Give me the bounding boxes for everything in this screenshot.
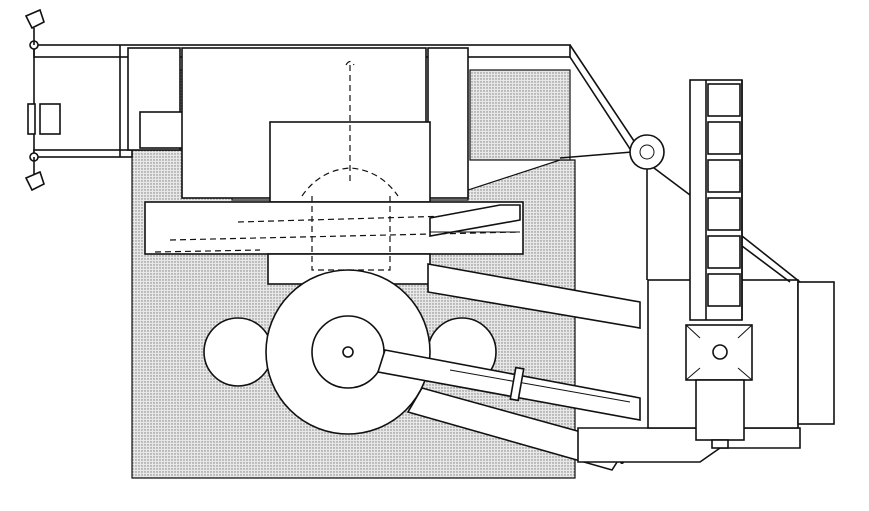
elevator-drive-box xyxy=(685,324,753,449)
swivel-pulley xyxy=(629,134,691,280)
large-drum xyxy=(265,269,431,435)
top-chute xyxy=(27,44,641,199)
inclined-conveyor-upper xyxy=(376,263,641,421)
bucket-elevator xyxy=(689,79,801,321)
propeller-tip-top xyxy=(24,8,45,50)
propeller-tip-bottom xyxy=(24,152,45,192)
left-roller xyxy=(203,317,273,387)
cutter-head xyxy=(144,60,524,285)
